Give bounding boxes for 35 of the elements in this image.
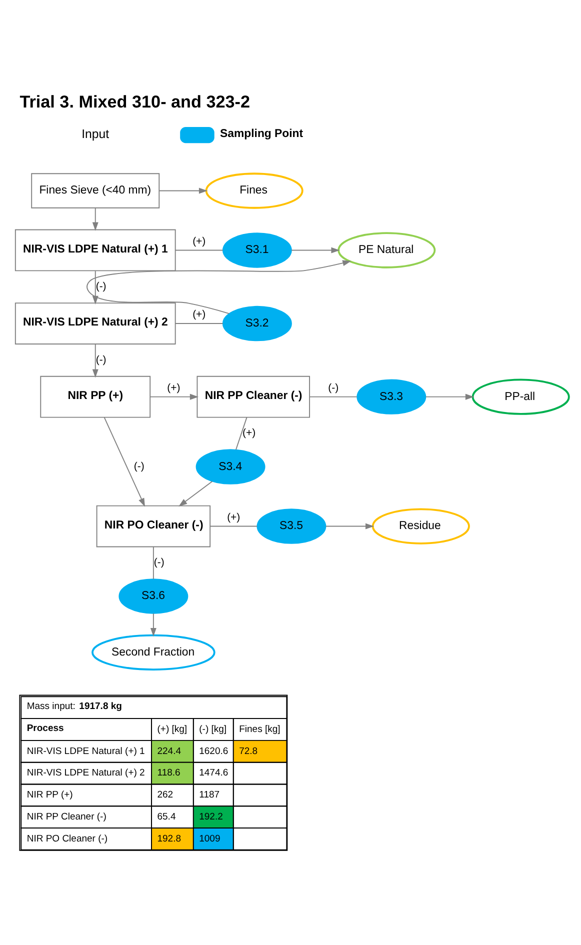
- label: Process: [26, 722, 64, 734]
- label: Input: [82, 126, 110, 141]
- label: 118.6: [157, 768, 180, 779]
- label: NIR-VIS LDPE Natural (+) 2: [26, 768, 145, 779]
- edge-label: (+): [192, 310, 206, 321]
- label: NIR-VIS LDPE Natural (+) 1: [26, 746, 145, 757]
- label: 1009: [199, 833, 220, 844]
- edge-label: (-): [328, 382, 339, 394]
- label: 65.4: [157, 811, 176, 822]
- label: NIR PO Cleaner (-): [26, 833, 108, 844]
- label: 262: [157, 790, 174, 801]
- edge-label: (+): [192, 236, 206, 248]
- label: 192.2: [199, 811, 223, 822]
- edge-label: (-): [134, 461, 144, 472]
- diagram-title: Trial 3. Mixed 310- and 323-2: [20, 91, 250, 112]
- label: 1474.6: [199, 768, 228, 779]
- edge-label: (+): [242, 428, 256, 440]
- legend-label: Sampling Point: [220, 128, 304, 140]
- label: NIR PP (+): [26, 790, 73, 801]
- edge-label: (+): [227, 512, 240, 524]
- label: NIR PP Cleaner (-): [26, 811, 106, 822]
- label: 1187: [199, 790, 220, 801]
- label: 224.4: [157, 746, 182, 757]
- label: 192.8: [157, 833, 182, 844]
- edge-label: (+): [167, 382, 180, 394]
- label: (+) [kg]: [157, 724, 188, 735]
- label: (-) [kg]: [199, 724, 227, 735]
- edge-label: (-): [96, 354, 106, 366]
- edge-label: (-): [96, 282, 106, 293]
- label: Fines [kg]: [239, 724, 280, 735]
- label: Mass input:: [26, 701, 76, 712]
- label: 1620.6: [199, 746, 228, 757]
- label: 1917.8 kg: [79, 701, 122, 712]
- label: 72.8: [239, 746, 258, 757]
- edge-label: (-): [154, 558, 164, 569]
